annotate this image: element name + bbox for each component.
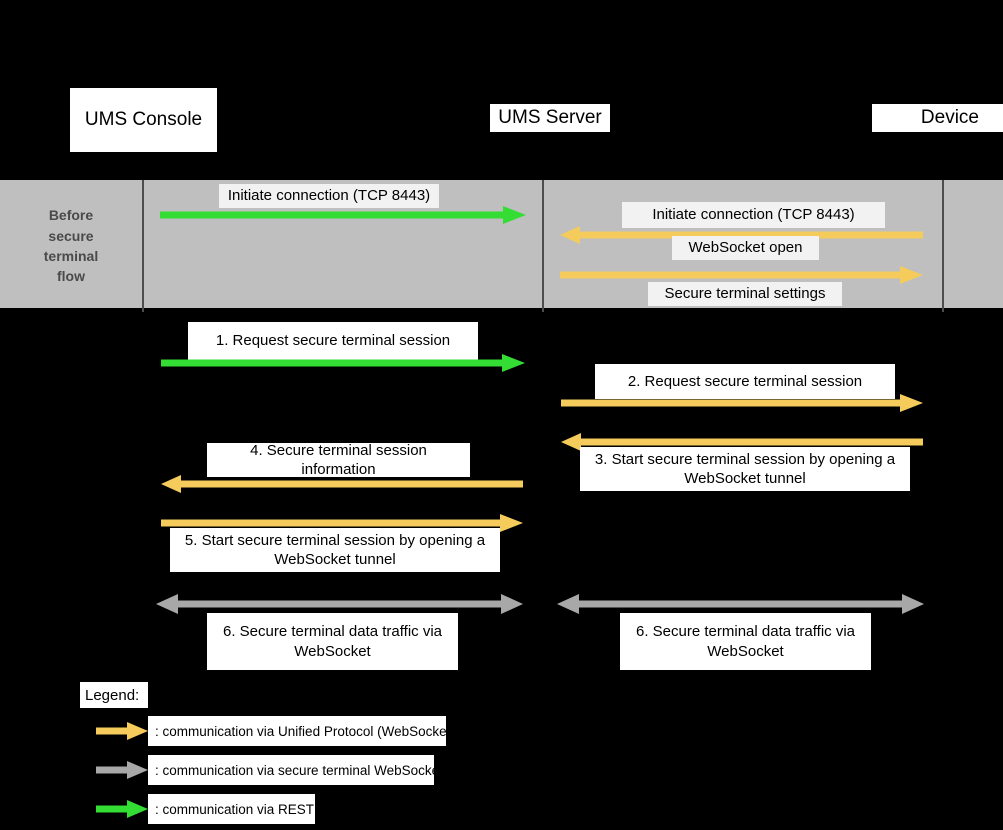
label-message-4: 4. Secure terminal session information xyxy=(207,442,470,478)
actor-ums-console: UMS Console xyxy=(70,88,217,152)
band-divider-1 xyxy=(142,180,144,312)
label-message-5: 5. Start secure terminal session by open… xyxy=(170,528,500,572)
band-divider-2 xyxy=(542,180,544,312)
label-band-initiate-connection-device: Initiate connection (TCP 8443) xyxy=(622,202,885,228)
label-message-6-right-text: 6. Secure terminal data traffic via WebS… xyxy=(636,623,855,660)
arrow-band-initiate-connection-device xyxy=(560,224,923,246)
band-phase-label-line-2: secure xyxy=(48,227,94,244)
label-message-3: 3. Start secure terminal session by open… xyxy=(580,447,910,491)
band-phase-label-line-1: Before xyxy=(48,207,94,224)
arrow-message-2 xyxy=(561,392,923,414)
label-band-initiate-connection-console: Initiate connection (TCP 8443) xyxy=(219,184,439,208)
legend-arrow-gray-icon xyxy=(96,760,148,780)
before-secure-terminal-flow-band: Before secure terminal flow xyxy=(0,178,1003,312)
legend-arrow-green-icon xyxy=(96,799,148,819)
arrow-message-3 xyxy=(561,431,923,453)
label-message-6-right: 6. Secure terminal data traffic via WebS… xyxy=(620,613,871,670)
label-band-websocket-open: WebSocket open xyxy=(672,236,819,260)
arrow-message-1 xyxy=(161,352,525,374)
arrow-message-6-left xyxy=(156,593,523,615)
arrow-message-6-right xyxy=(557,593,924,615)
legend-item-secure-terminal-websocket: : communication via secure terminal WebS… xyxy=(148,755,443,785)
label-message-2: 2. Request secure terminal session xyxy=(595,364,895,399)
legend-arrow-yellow-icon xyxy=(96,721,148,741)
label-message-6-left: 6. Secure terminal data traffic via WebS… xyxy=(207,613,458,670)
band-phase-label: Before secure terminal flow xyxy=(0,180,142,312)
label-message-5-text: 5. Start secure terminal session by open… xyxy=(184,531,486,569)
label-band-secure-terminal-settings: Secure terminal settings xyxy=(648,282,842,306)
actor-device: Device xyxy=(872,104,1003,132)
arrow-band-secure-terminal-settings xyxy=(560,264,923,286)
arrow-message-5 xyxy=(161,512,523,534)
legend-title: Legend: xyxy=(80,682,148,708)
label-message-6-left-text: 6. Secure terminal data traffic via WebS… xyxy=(223,623,442,660)
band-phase-label-line-3: terminal xyxy=(43,248,99,264)
legend-item-unified-protocol: : communication via Unified Protocol (We… xyxy=(148,716,455,746)
arrow-message-4 xyxy=(161,473,523,495)
label-message-3-text: 3. Start secure terminal session by open… xyxy=(594,450,896,488)
band-divider-3 xyxy=(942,180,944,312)
arrow-band-initiate-connection-console xyxy=(160,204,526,226)
legend-item-rest: : communication via REST xyxy=(148,794,315,824)
actor-ums-server: UMS Server xyxy=(490,104,610,132)
label-message-1: 1. Request secure terminal session xyxy=(188,322,478,360)
band-phase-label-line-4: flow xyxy=(57,268,85,285)
